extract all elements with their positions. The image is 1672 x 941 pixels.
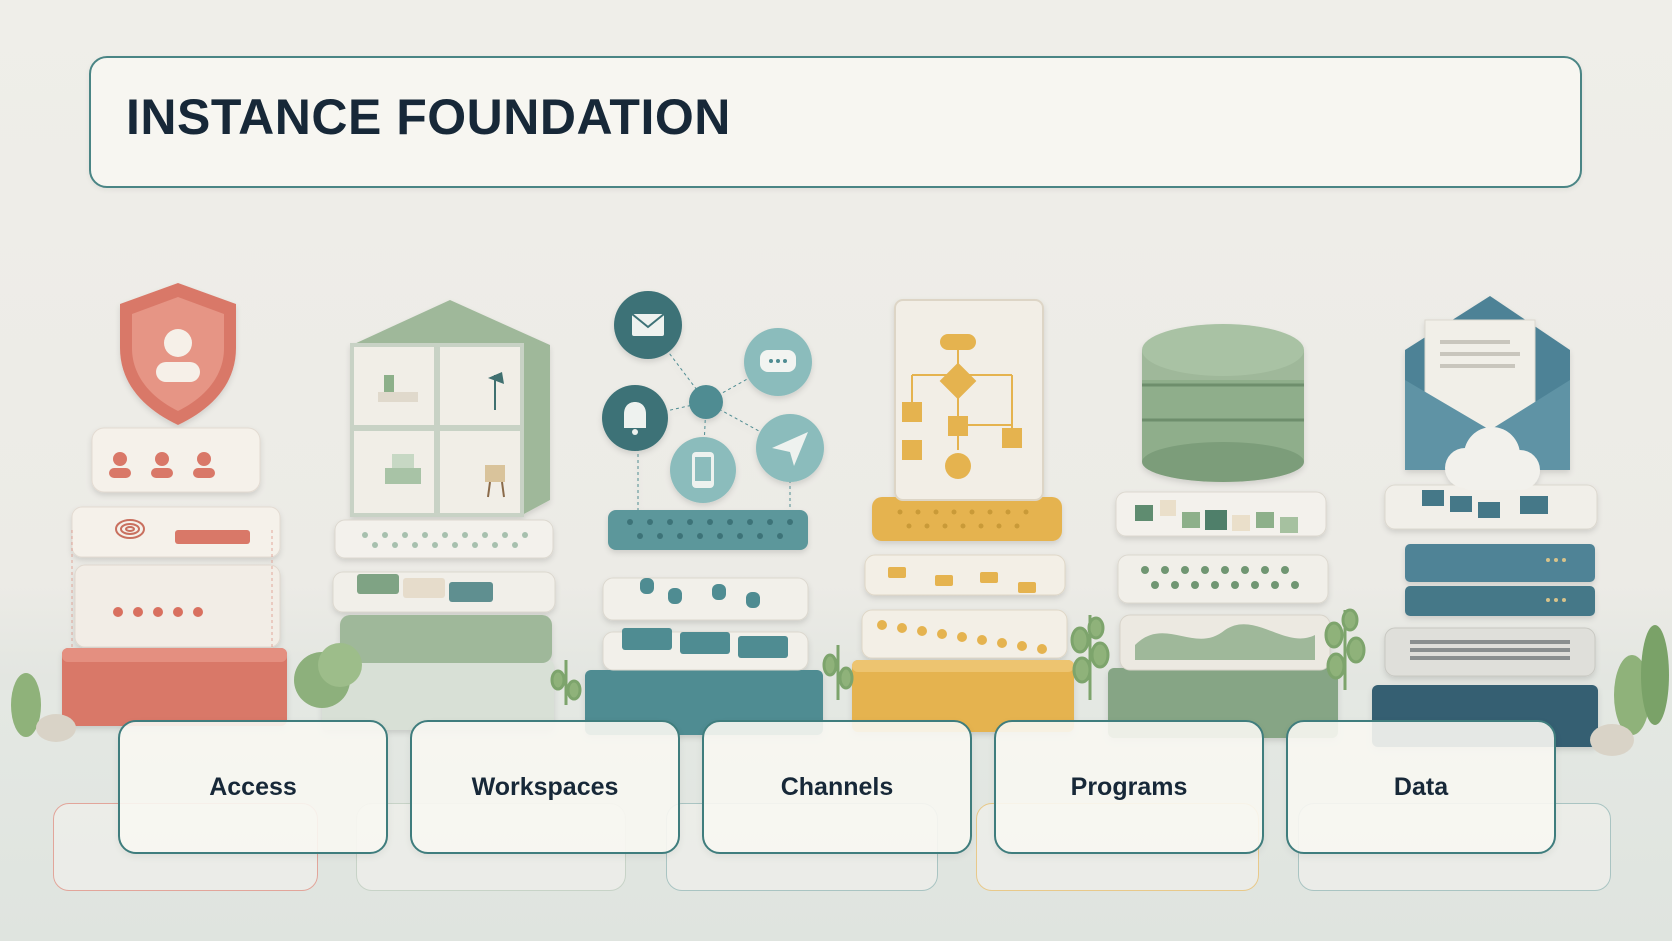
envelope-icon <box>1405 296 1570 470</box>
bell-circle-icon <box>602 385 668 451</box>
cloud-icon <box>1445 427 1540 490</box>
fingerprint-icon <box>115 519 145 539</box>
card-programs-label: Programs <box>1070 772 1188 801</box>
mail-circle-icon <box>614 291 682 359</box>
chat-circle-icon <box>744 328 812 396</box>
card-workspaces-label: Workspaces <box>471 772 619 801</box>
workspaces-stack <box>322 300 556 730</box>
card-channels[interactable]: Channels <box>702 720 972 854</box>
database-icon <box>1142 324 1304 482</box>
access-stack <box>62 283 287 726</box>
card-workspaces[interactable]: Workspaces <box>410 720 680 854</box>
card-data[interactable]: Data <box>1286 720 1556 854</box>
page-title: INSTANCE FOUNDATION <box>126 89 731 145</box>
card-data-label: Data <box>1393 772 1449 801</box>
mail-cloud-stack <box>1372 296 1598 747</box>
channels-stack <box>585 291 824 735</box>
data-stack <box>1108 324 1338 738</box>
card-channels-label: Channels <box>780 772 894 801</box>
programs-stack <box>852 299 1074 732</box>
decorative-plants <box>11 608 1669 756</box>
title-panel: INSTANCE FOUNDATION <box>89 56 1582 188</box>
users-icon <box>109 452 215 478</box>
house-shelf-icon <box>350 300 550 517</box>
card-programs[interactable]: Programs <box>994 720 1264 854</box>
keypad-dots-icon <box>113 607 203 617</box>
grid-dots-icon <box>362 532 528 548</box>
flowchart-board-icon <box>894 299 1044 501</box>
shield-user-icon <box>120 283 236 425</box>
card-access-label: Access <box>209 772 297 801</box>
card-access[interactable]: Access <box>118 720 388 854</box>
perforated-panel-icon <box>627 519 793 539</box>
send-circle-icon <box>756 414 824 482</box>
phone-circle-icon <box>670 437 736 503</box>
perforated-panel-icon <box>897 509 1029 529</box>
